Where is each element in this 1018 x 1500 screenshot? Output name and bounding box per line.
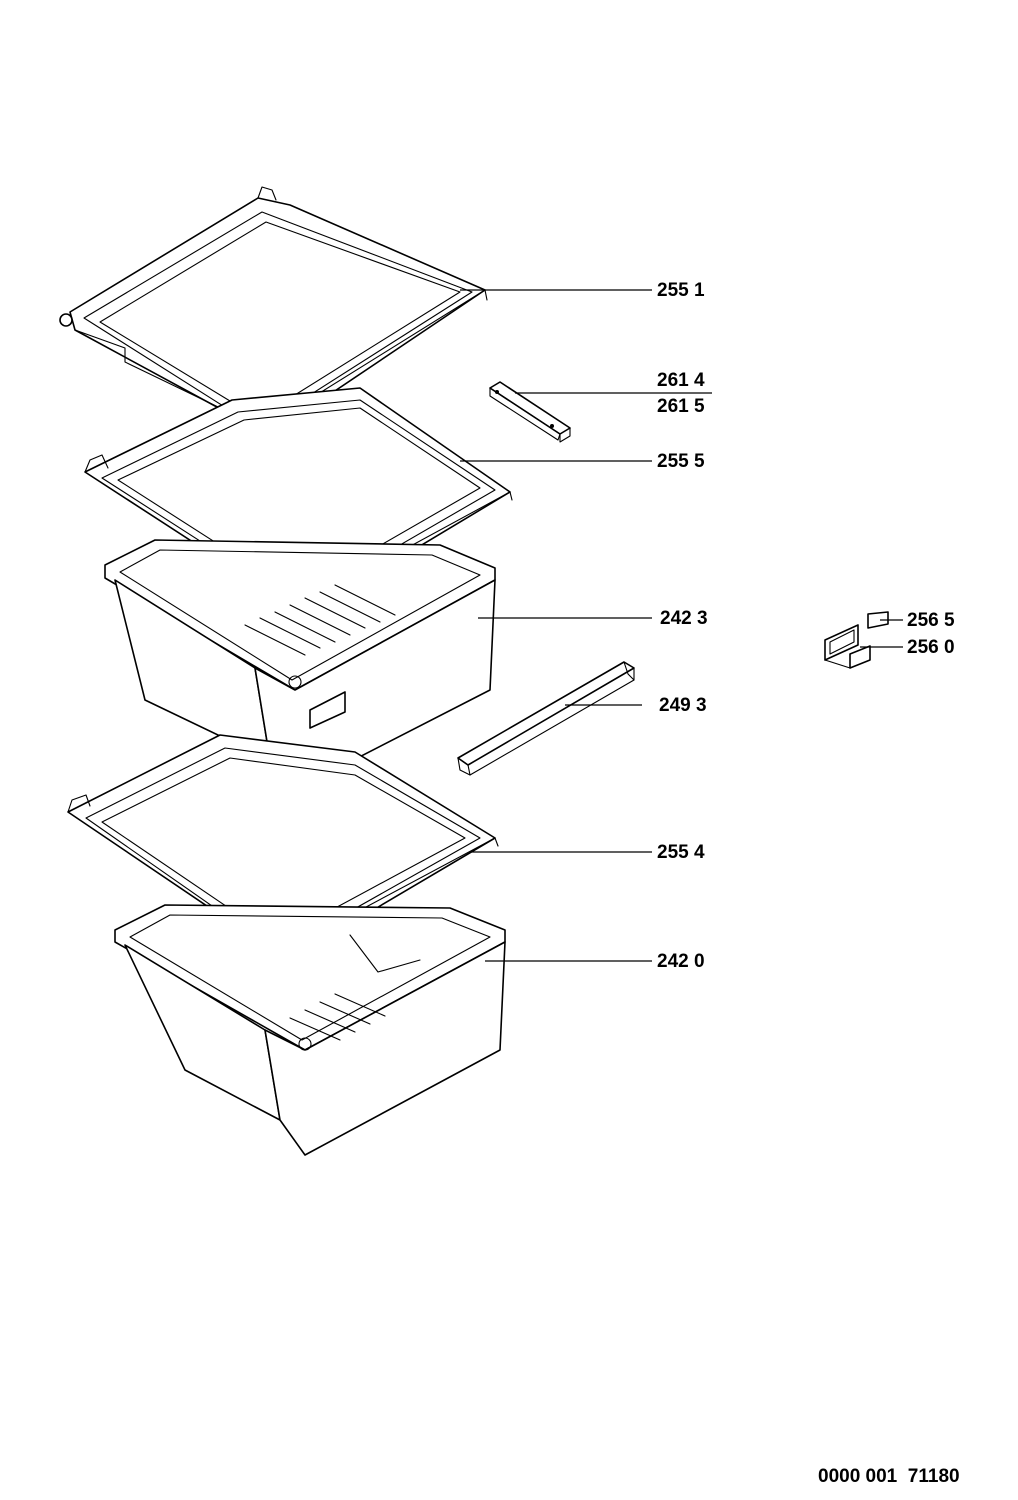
callout-2420: 242 0 bbox=[657, 951, 705, 972]
callout-2551: 255 1 bbox=[657, 280, 705, 301]
crisper-drawer-lower bbox=[114, 904, 506, 1156]
callout-2560: 256 0 bbox=[907, 637, 955, 658]
callout-2555: 255 5 bbox=[657, 451, 705, 472]
callout-2423: 242 3 bbox=[660, 608, 708, 629]
callout-2614: 261 4 bbox=[657, 370, 705, 391]
callout-2565: 256 5 bbox=[907, 610, 955, 631]
callout-2493: 249 3 bbox=[659, 695, 707, 716]
clip-parts bbox=[824, 611, 889, 669]
knob-icon bbox=[59, 313, 73, 327]
leader-lines bbox=[460, 289, 903, 962]
callout-2615: 261 5 bbox=[657, 396, 705, 417]
document-number: 0000 001 71180 bbox=[818, 1466, 960, 1487]
callout-2554: 255 4 bbox=[657, 842, 705, 863]
support-bracket bbox=[489, 381, 571, 443]
glass-shelf-top bbox=[59, 186, 488, 441]
guide-rail bbox=[457, 661, 635, 776]
crisper-drawer-upper bbox=[104, 539, 496, 791]
